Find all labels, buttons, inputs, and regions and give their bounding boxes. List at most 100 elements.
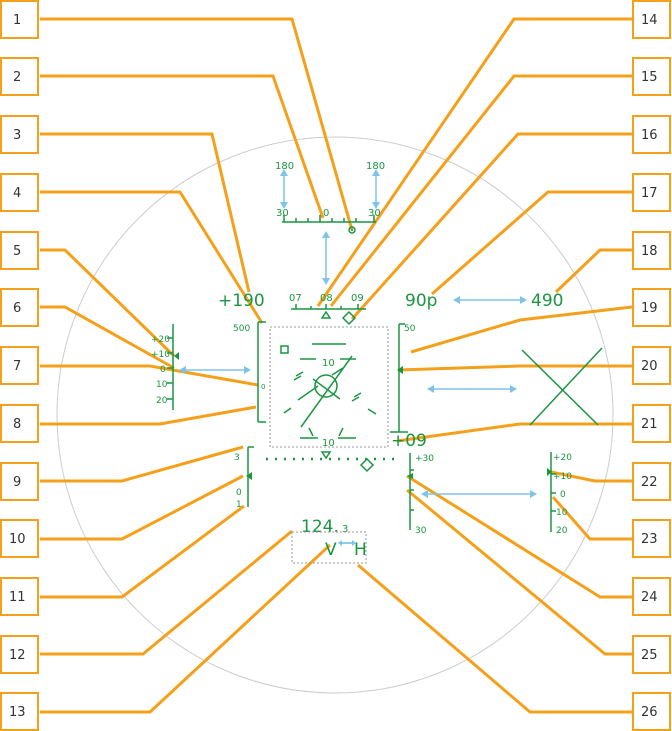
svg-text:0: 0 <box>560 490 566 500</box>
attitude-pointer-icon <box>320 451 332 460</box>
attitude-indicator: 10 10 <box>269 326 389 460</box>
svg-text:10: 10 <box>322 438 335 449</box>
mode-box: V H <box>291 531 367 564</box>
left-pitch-scale: +20 +10 0 10 20 <box>151 324 179 410</box>
course-pointer-icon <box>320 310 332 319</box>
dimension-arrows <box>179 169 537 544</box>
leader-13 <box>40 543 332 714</box>
svg-text:0: 0 <box>236 488 242 498</box>
svg-text:21: 21 <box>641 417 658 432</box>
callout-15: 15 <box>632 57 671 96</box>
horizon-diamond-icon <box>359 457 375 473</box>
leader-7 <box>40 364 259 387</box>
leader-14 <box>316 17 632 307</box>
leader-20 <box>397 364 632 372</box>
attitude-square-icon <box>280 345 289 354</box>
heading-marker-icon <box>348 226 356 234</box>
leader-lines <box>40 17 633 714</box>
svg-text:+10: +10 <box>553 472 572 482</box>
target-cross-icon <box>521 347 603 426</box>
svg-text:5: 5 <box>13 244 21 259</box>
svg-text:8: 8 <box>13 417 21 432</box>
horizon-line <box>266 457 400 473</box>
leader-12 <box>40 529 293 656</box>
callout-1: 1 <box>0 0 39 39</box>
leader-1 <box>40 17 354 231</box>
leader-26 <box>357 563 632 714</box>
svg-text:13: 13 <box>9 705 26 720</box>
svg-text:23: 23 <box>641 532 658 547</box>
svg-text:11: 11 <box>9 590 26 605</box>
callout-9: 9 <box>0 462 39 501</box>
callout-16: 16 <box>632 115 671 154</box>
callout-20: 20 <box>632 346 671 385</box>
right-pitch-scale: +20 +10 0 10 20 <box>547 452 572 536</box>
callout-11: 11 <box>0 577 39 616</box>
svg-text:15: 15 <box>641 70 658 85</box>
svg-text:24: 24 <box>641 590 658 605</box>
callout-5: 5 <box>0 231 39 270</box>
svg-text:124.: 124. <box>301 517 339 537</box>
heading-center-label: 0 <box>323 208 329 219</box>
leader-21 <box>396 422 632 443</box>
svg-text:+20: +20 <box>151 335 170 345</box>
leader-22 <box>550 470 632 483</box>
course-scale: 07 08 09 <box>289 293 366 326</box>
svg-text:2: 2 <box>13 70 21 85</box>
svg-text:20: 20 <box>156 396 168 406</box>
callout-21: 21 <box>632 404 671 443</box>
trim-scale: 3 0 1 <box>234 446 254 510</box>
callout-17: 17 <box>632 173 671 212</box>
callout-3: 3 <box>0 115 39 154</box>
svg-text:30: 30 <box>415 526 427 536</box>
vertical-readout: +09 <box>391 431 427 451</box>
leader-4 <box>40 190 264 324</box>
svg-text:20: 20 <box>556 526 568 536</box>
svg-text:0: 0 <box>160 365 166 375</box>
leader-16 <box>350 132 632 321</box>
svg-text:20: 20 <box>641 359 658 374</box>
callout-7: 7 <box>0 346 39 385</box>
slip-scale: +30 30 <box>407 453 434 536</box>
svg-text:+20: +20 <box>553 453 572 463</box>
heading-right-bottom-label: 30 <box>368 208 381 219</box>
leader-10 <box>40 474 244 541</box>
svg-text:25: 25 <box>641 648 658 663</box>
mode-readout: 90p <box>405 291 437 311</box>
heading-scale: 180 30 0 180 30 <box>275 161 385 234</box>
callouts-right: 14 15 16 17 18 19 20 21 22 23 24 25 26 <box>632 0 671 731</box>
svg-text:+30: +30 <box>415 454 434 464</box>
course-left-label: 07 <box>289 293 302 304</box>
callouts-left: 1 2 3 4 5 6 7 8 9 10 11 12 13 <box>0 0 39 731</box>
svg-text:16: 16 <box>641 128 658 143</box>
leader-11 <box>40 504 245 599</box>
svg-text:500: 500 <box>233 324 250 334</box>
heading-left-bottom-label: 30 <box>276 208 289 219</box>
heading-left-top-label: 180 <box>275 161 294 172</box>
callout-19: 19 <box>632 288 671 327</box>
svg-text:18: 18 <box>641 244 658 259</box>
svg-text:4: 4 <box>13 186 21 201</box>
svg-text:10: 10 <box>556 508 568 518</box>
slip-pointer-icon <box>407 473 413 479</box>
svg-text:12: 12 <box>9 648 26 663</box>
course-diamond-icon <box>341 310 357 326</box>
callout-25: 25 <box>632 635 671 674</box>
callout-14: 14 <box>632 0 671 39</box>
leader-3 <box>40 132 251 293</box>
svg-text:+10: +10 <box>151 350 170 360</box>
callout-22: 22 <box>632 462 671 501</box>
leader-19 <box>410 305 633 354</box>
svg-text:V: V <box>325 540 337 560</box>
callout-13: 13 <box>0 692 39 731</box>
heading-right-top-label: 180 <box>366 161 385 172</box>
callout-24: 24 <box>632 577 671 616</box>
leader-24 <box>406 474 632 599</box>
course-center-label: 08 <box>320 293 333 304</box>
leader-25 <box>406 488 632 656</box>
svg-text:14: 14 <box>641 13 658 28</box>
callout-26: 26 <box>632 692 671 731</box>
svg-text:1: 1 <box>13 13 21 28</box>
callout-12: 12 <box>0 635 39 674</box>
